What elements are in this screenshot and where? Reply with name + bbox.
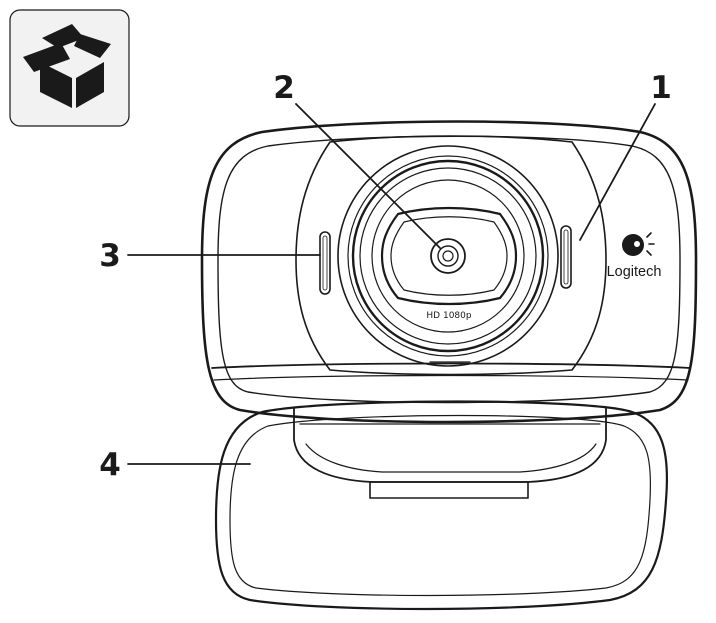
activity-light bbox=[560, 225, 572, 289]
lens-assembly: HD 1080p bbox=[337, 145, 559, 367]
svg-text:3: 3 bbox=[99, 238, 121, 274]
base-clip bbox=[214, 400, 669, 611]
callout-4: 4 bbox=[99, 447, 251, 483]
brand-name: Logitech bbox=[607, 264, 662, 280]
callout-1: 1 bbox=[579, 70, 672, 241]
callout-3: 3 bbox=[99, 238, 321, 274]
svg-text:4: 4 bbox=[99, 447, 121, 483]
svg-text:2: 2 bbox=[273, 70, 295, 106]
package-icon-tile bbox=[9, 9, 130, 127]
callout-2: 2 bbox=[273, 70, 441, 249]
microphone-left bbox=[319, 231, 331, 295]
lens-resolution-label: HD 1080p bbox=[426, 311, 471, 321]
open-box-icon bbox=[23, 24, 111, 108]
logitech-logo-icon bbox=[622, 232, 655, 256]
svg-text:1: 1 bbox=[650, 70, 672, 106]
lens bbox=[430, 238, 466, 274]
camera-head: HD 1080p Logitech bbox=[200, 120, 698, 424]
